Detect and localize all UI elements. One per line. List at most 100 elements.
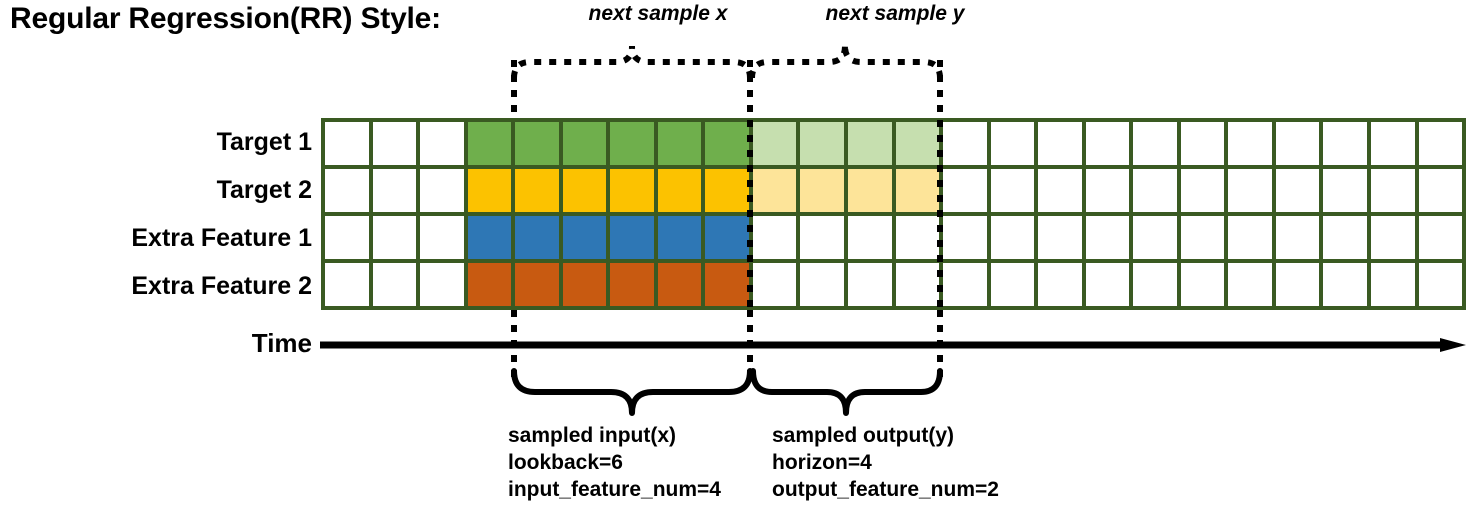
grid-cell [1275, 263, 1320, 306]
grid-cell [562, 122, 607, 165]
caption-sampled-input-line-1: sampled input(x) [508, 424, 677, 447]
grid-cell [467, 122, 512, 165]
grid-cell [325, 122, 369, 165]
grid-cell [800, 216, 845, 259]
grid-cell [800, 169, 845, 212]
caption-sampled-output-line-2: horizon=4 [772, 451, 872, 474]
grid-cell [1228, 263, 1272, 306]
grid-cell [990, 169, 1035, 212]
grid-cell [1133, 122, 1177, 165]
row-label-target-2: Target 2 [216, 176, 312, 204]
top-brace-next-sample-y [749, 45, 943, 79]
grid-cell [943, 216, 987, 259]
grid-cell [752, 169, 797, 212]
grid-cell [1371, 122, 1415, 165]
grid-cell [1275, 169, 1320, 212]
grid-cell [1323, 122, 1368, 165]
caption-sampled-output-line-1: sampled output(y) [772, 424, 954, 447]
time-axis-label: Time [251, 328, 312, 358]
bottom-brace-sampled-output [750, 368, 943, 416]
grid-cell [1085, 263, 1130, 306]
grid-cell [1228, 216, 1272, 259]
grid-cell [1275, 216, 1320, 259]
grid-cell [752, 122, 797, 165]
grid-cell [657, 216, 702, 259]
row-label-extra-feature-2: Extra Feature 2 [131, 272, 312, 300]
grid-cell [752, 263, 797, 306]
grid-row-extra-feature-2 [325, 263, 1463, 306]
grid-cell [1085, 216, 1130, 259]
grid-cell [610, 263, 654, 306]
time-axis-arrow [320, 338, 1466, 352]
grid-cell [1133, 216, 1177, 259]
caption-sampled-input-line-3: input_feature_num=4 [508, 478, 721, 501]
grid-cell [990, 122, 1035, 165]
grid-cell [325, 169, 369, 212]
grid-cell [1371, 263, 1415, 306]
top-brace-next-sample-x [511, 45, 753, 79]
grid-cell [1371, 169, 1415, 212]
grid-cell [1038, 169, 1082, 212]
grid-cell [705, 169, 749, 212]
grid-cell [467, 216, 512, 259]
grid-cell [895, 169, 940, 212]
grid-cell [372, 263, 417, 306]
grid-cell [467, 169, 512, 212]
grid-cell [705, 263, 749, 306]
grid-cell [515, 263, 559, 306]
grid-cell [420, 263, 464, 306]
grid-cell [895, 263, 940, 306]
grid-cell [1418, 263, 1463, 306]
grid-cell [1180, 169, 1225, 212]
grid-cell [420, 216, 464, 259]
grid-cell [943, 122, 987, 165]
grid-cell [515, 169, 559, 212]
grid-cell [467, 263, 512, 306]
grid-cell [562, 216, 607, 259]
grid-cell [515, 122, 559, 165]
caption-next-sample-y: next sample y [825, 2, 965, 25]
grid-cell [848, 122, 892, 165]
grid-cell [562, 169, 607, 212]
grid-cell [1038, 122, 1082, 165]
grid-cell [1323, 169, 1368, 212]
grid-cell [657, 169, 702, 212]
grid-cell [1418, 216, 1463, 259]
grid-cell [848, 263, 892, 306]
timeline-grid [321, 118, 1466, 310]
grid-cell [657, 122, 702, 165]
caption-sampled-output-line-3: output_feature_num=2 [772, 478, 999, 501]
grid-cell [1228, 122, 1272, 165]
grid-cell [372, 216, 417, 259]
grid-cell [515, 216, 559, 259]
grid-row-target-2 [325, 169, 1463, 212]
grid-cell [372, 122, 417, 165]
grid-cell [1133, 169, 1177, 212]
grid-cell [800, 263, 845, 306]
grid-cell [848, 216, 892, 259]
grid-cell [1038, 216, 1082, 259]
grid-cell [1275, 122, 1320, 165]
grid-cell [990, 263, 1035, 306]
grid-cell [895, 216, 940, 259]
grid-row-extra-feature-1 [325, 216, 1463, 259]
caption-sampled-input-line-2: lookback=6 [508, 451, 623, 474]
grid-cell [325, 263, 369, 306]
grid-cell [610, 169, 654, 212]
grid-cell [1085, 122, 1130, 165]
grid-cell [420, 122, 464, 165]
grid-cell [1038, 263, 1082, 306]
grid-cell [562, 263, 607, 306]
grid-cell [1323, 263, 1368, 306]
row-label-extra-feature-1: Extra Feature 1 [131, 224, 312, 252]
grid-cell [372, 169, 417, 212]
grid-cell [895, 122, 940, 165]
grid-cell [1228, 169, 1272, 212]
grid-cell [1180, 216, 1225, 259]
row-label-target-1: Target 1 [216, 128, 312, 156]
grid-cell [1418, 169, 1463, 212]
grid-cell [610, 216, 654, 259]
grid-cell [1180, 122, 1225, 165]
grid-cell [990, 216, 1035, 259]
